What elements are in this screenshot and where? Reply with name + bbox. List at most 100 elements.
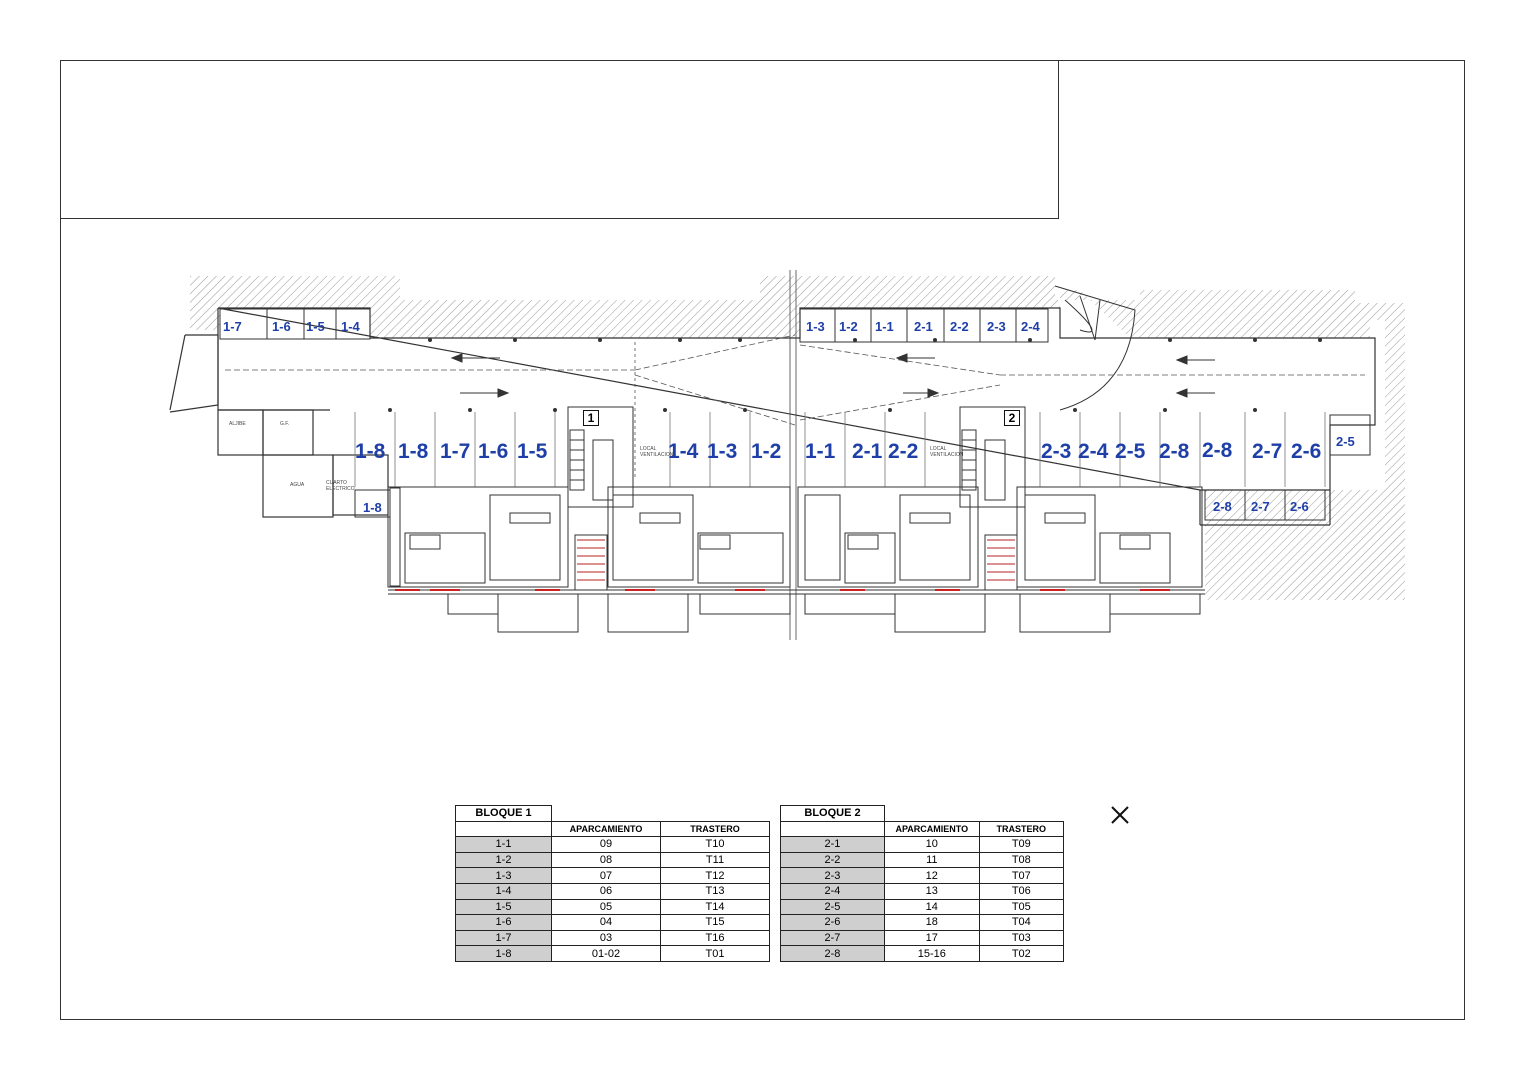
access-ramp	[1054, 285, 1136, 411]
storage-rooms-top-left	[219, 308, 371, 340]
storage-label: 2-8	[1213, 499, 1232, 514]
parking-cell: 03	[551, 929, 661, 947]
parking-cell: 09	[551, 836, 661, 853]
storage-label: 2-4	[1021, 319, 1040, 334]
parking-label: 2-8	[1202, 439, 1233, 462]
storage-cell: T02	[978, 945, 1065, 962]
parking-label: 2-4	[1078, 440, 1109, 463]
unit-cell: 2-8	[780, 945, 885, 962]
bloque1-col-parking: APARCAMIENTO	[551, 820, 661, 838]
storage-label: 1-4	[341, 319, 360, 334]
unit-cell: 1-3	[455, 867, 552, 884]
storage-label: 1-2	[839, 319, 858, 334]
storage-label: 2-1	[914, 319, 933, 334]
vertical-cores	[567, 406, 1026, 591]
parking-cell: 07	[551, 867, 661, 884]
storage-label: 2-7	[1251, 499, 1270, 514]
bloque2-header-blank	[780, 820, 885, 838]
parking-label: 2-6	[1291, 440, 1322, 463]
storage-cell: T06	[978, 882, 1065, 900]
room-local-ventilacion-1: LOCAL VENTILACION	[640, 446, 674, 458]
title-block	[60, 60, 1059, 219]
parking-label: 1-7	[440, 440, 471, 463]
retaining-wall-hatch	[190, 276, 1405, 600]
storage-cell: T16	[660, 929, 770, 947]
unit-cell: 2-3	[780, 867, 885, 884]
unit-cell: 2-5	[780, 898, 885, 916]
parking-label: 1-2	[751, 440, 782, 463]
bloque1-col-storage: TRASTERO	[660, 820, 770, 838]
parking-label: 2-8	[1159, 440, 1190, 463]
storage-label: 2-5	[1336, 434, 1355, 449]
unit-cell: 1-6	[455, 914, 552, 931]
unit-cell: 2-1	[780, 836, 885, 853]
storage-cell: T15	[660, 914, 770, 931]
unit-cell: 2-2	[780, 851, 885, 869]
dwellings	[387, 486, 1203, 588]
parking-cell: 11	[883, 851, 980, 869]
parking-cell: 05	[551, 898, 661, 916]
room-agua: AGUA	[290, 482, 305, 488]
bloque1-header-blank	[455, 820, 552, 838]
storage-label: 2-3	[987, 319, 1006, 334]
unit-cell: 1-8	[455, 945, 552, 962]
storage-cell: T03	[978, 929, 1065, 947]
garage-outline	[169, 307, 1376, 526]
stair-red-treads	[577, 539, 1015, 581]
unit-cell: 2-6	[780, 914, 885, 931]
parking-cell: 01-02	[551, 945, 661, 962]
parking-cell: 12	[883, 867, 980, 884]
storage-label: 1-8	[363, 500, 382, 515]
unit-cell: 1-4	[455, 882, 552, 900]
unit-cell: 2-7	[780, 929, 885, 947]
storage-label: 2-2	[950, 319, 969, 334]
room-gf: G.F.	[280, 421, 290, 427]
parking-label: 2-7	[1252, 440, 1283, 463]
room-local-ventilacion-2: LOCAL VENTILACION	[930, 446, 964, 458]
parking-cell: 13	[883, 882, 980, 900]
storage-cell: T05	[978, 898, 1065, 916]
parking-cell: 04	[551, 914, 661, 931]
parking-cell: 17	[883, 929, 980, 947]
parking-label: 1-1	[805, 440, 836, 463]
parking-bays	[354, 412, 1326, 487]
storage-rooms-bottom-right	[354, 414, 1371, 521]
storage-cell: T12	[660, 867, 770, 884]
storage-cell: T10	[660, 836, 770, 853]
parking-label: 2-3	[1041, 440, 1072, 463]
room-cuarto-electrico: CUARTO ELECTRICO	[326, 480, 355, 492]
storage-label: 1-5	[306, 319, 325, 334]
close-x-icon[interactable]	[1109, 804, 1131, 826]
parking-cell: 08	[551, 851, 661, 869]
unit-cell: 1-7	[455, 929, 552, 947]
storage-label: 1-6	[272, 319, 291, 334]
storage-label: 1-1	[875, 319, 894, 334]
parking-cell: 14	[883, 898, 980, 916]
unit-cell: 1-2	[455, 851, 552, 869]
parking-label: 1-5	[517, 440, 548, 463]
unit-cell: 2-4	[780, 882, 885, 900]
stair-number-2: 2	[1004, 410, 1020, 426]
parking-cell: 06	[551, 882, 661, 900]
column-markers	[388, 338, 1322, 412]
storage-label: 1-7	[223, 319, 242, 334]
bloque1-header-spacer	[551, 805, 770, 822]
parking-label: 2-5	[1115, 440, 1146, 463]
storage-rooms-top-right	[799, 308, 1049, 343]
direction-arrows	[450, 353, 1215, 398]
facade-terraces	[388, 589, 1205, 633]
parking-label: 2-2	[888, 440, 919, 463]
